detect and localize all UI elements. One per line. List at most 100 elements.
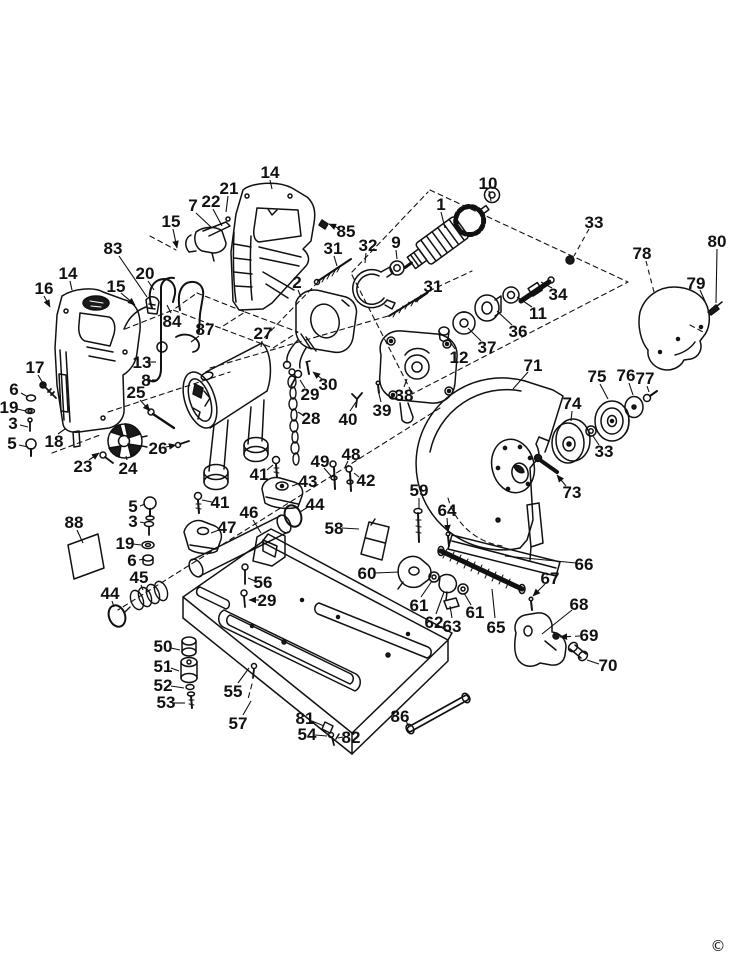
flange-36 xyxy=(474,294,502,322)
part-label-84: 84 xyxy=(163,312,182,331)
long-screw-31b xyxy=(388,291,429,318)
leader-line-76 xyxy=(628,382,634,396)
handle-bail-rods xyxy=(148,276,205,383)
part-label-6: 6 xyxy=(127,551,136,570)
leader-line-87 xyxy=(190,335,200,343)
part-label-3: 3 xyxy=(8,414,17,433)
part-label-75: 75 xyxy=(588,367,607,386)
part-label-85: 85 xyxy=(337,222,356,241)
brand-logo-badge xyxy=(82,295,110,311)
part-label-19: 19 xyxy=(116,534,135,553)
screw-and-pin-29-30 xyxy=(290,360,311,387)
clamp-ring xyxy=(352,266,396,310)
motor-housing-barrel xyxy=(182,342,272,491)
pin-39 xyxy=(375,380,381,394)
part-label-86: 86 xyxy=(391,707,410,726)
leader-line-41 xyxy=(201,499,213,503)
leader-line-67 xyxy=(532,583,546,597)
part-label-54: 54 xyxy=(298,725,317,744)
part-label-36: 36 xyxy=(509,322,528,341)
leader-line-70 xyxy=(586,659,600,665)
leader-line-2 xyxy=(297,289,302,298)
leader-line-17 xyxy=(37,374,47,389)
part-label-23: 23 xyxy=(74,457,93,476)
leader-line-27 xyxy=(260,340,263,348)
part-label-6: 6 xyxy=(9,380,18,399)
leader-line-86 xyxy=(405,720,410,728)
part-label-56: 56 xyxy=(254,573,273,592)
part-label-73: 73 xyxy=(563,483,582,502)
leader-line-84 xyxy=(166,304,172,314)
part-label-61: 61 xyxy=(410,596,429,615)
bearing-10 xyxy=(483,186,501,204)
leader-line-80 xyxy=(715,248,718,304)
construction-lines xyxy=(51,189,706,700)
spindle-cap-12 xyxy=(438,326,450,342)
part-label-2: 2 xyxy=(292,273,301,292)
support-bracket-68 xyxy=(514,612,589,667)
fence-clamp-parts xyxy=(397,507,534,611)
part-label-51: 51 xyxy=(154,657,173,676)
part-label-5: 5 xyxy=(128,497,137,516)
leader-line-41 xyxy=(266,464,274,471)
part-label-34: 34 xyxy=(549,285,568,304)
leader-line-79 xyxy=(699,289,709,309)
leader-line-26 xyxy=(165,443,177,450)
leader-line-68 xyxy=(541,609,573,635)
spring-45 xyxy=(124,580,169,613)
outer-flange-75 xyxy=(594,400,630,442)
part-label-70: 70 xyxy=(599,656,618,675)
part-label-65: 65 xyxy=(487,618,506,637)
part-label-81: 81 xyxy=(296,709,315,728)
part-label-28: 28 xyxy=(302,409,321,428)
part-label-29: 29 xyxy=(301,385,320,404)
part-label-50: 50 xyxy=(154,637,173,656)
part-label-15: 15 xyxy=(162,212,181,231)
lock-knob-parts-left xyxy=(24,381,57,457)
leader-line-63 xyxy=(449,605,453,619)
leader-line-18 xyxy=(57,428,66,435)
leader-line-28 xyxy=(297,411,305,417)
guard-cover-78 xyxy=(638,286,711,371)
part-label-79: 79 xyxy=(687,274,706,293)
part-label-30: 30 xyxy=(319,375,338,394)
part-label-61: 61 xyxy=(466,603,485,622)
part-label-58: 58 xyxy=(325,519,344,538)
leader-line-43 xyxy=(291,482,301,487)
leader-line-58 xyxy=(341,527,360,530)
leader-line-11 xyxy=(516,296,533,308)
screw-41b xyxy=(193,491,203,514)
leader-line-60 xyxy=(374,571,400,574)
part-label-10: 10 xyxy=(479,174,498,193)
leader-line-25 xyxy=(139,399,151,412)
leader-line-69 xyxy=(559,633,581,640)
part-label-14: 14 xyxy=(261,163,280,182)
leader-line-57 xyxy=(242,700,252,716)
leader-line-5 xyxy=(18,444,29,448)
part-label-31: 31 xyxy=(324,239,343,258)
leader-line-21 xyxy=(225,195,229,213)
fence-screw-65 xyxy=(437,545,526,595)
part-label-19: 19 xyxy=(0,398,18,417)
leader-line-36 xyxy=(496,310,513,326)
leader-line-19 xyxy=(16,408,27,412)
screw-85 xyxy=(318,219,329,230)
copyright-mark: © xyxy=(711,937,726,955)
base-front-screws xyxy=(240,563,340,746)
screw-77 xyxy=(642,390,658,403)
part-label-80: 80 xyxy=(708,232,727,251)
leader-line-37 xyxy=(467,327,482,342)
leader-line-85 xyxy=(328,223,339,230)
lock-knob-parts-center xyxy=(141,496,157,566)
gear-37 xyxy=(452,311,476,335)
leader-line-74 xyxy=(570,410,573,422)
part-label-43: 43 xyxy=(299,472,318,491)
part-label-39: 39 xyxy=(373,401,392,420)
leader-line-15 xyxy=(172,228,179,249)
leader-line-7 xyxy=(195,212,213,229)
part-label-45: 45 xyxy=(130,568,149,587)
leader-line-6 xyxy=(138,558,145,561)
part-label-22: 22 xyxy=(202,192,221,211)
part-label-17: 17 xyxy=(26,358,45,377)
